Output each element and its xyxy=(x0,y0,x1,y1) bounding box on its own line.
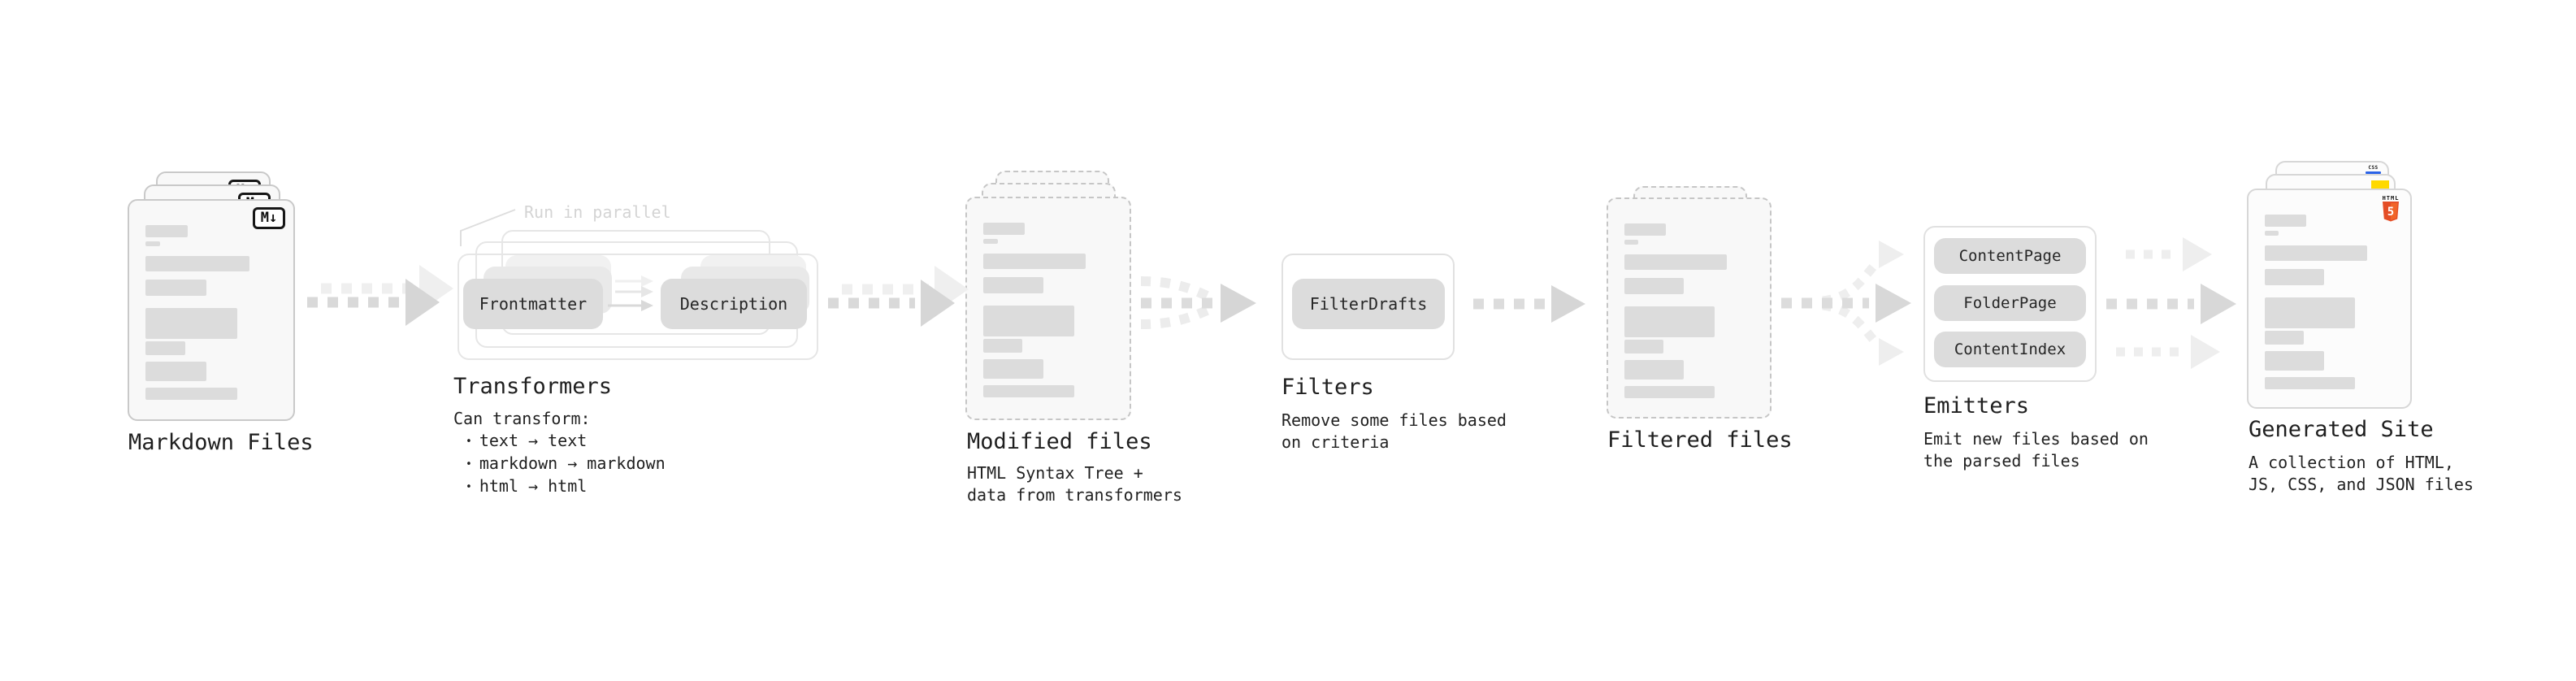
transformers-bullet: • html → html xyxy=(453,475,666,498)
arrow-filtered-to-emitters xyxy=(1781,241,1911,366)
transformers-title: Transformers xyxy=(453,374,613,399)
bullet-icon: • xyxy=(466,481,472,493)
text-line-placeholder xyxy=(145,362,206,381)
modified-file-card-front xyxy=(965,197,1131,420)
css-icon: CSS xyxy=(2366,166,2381,174)
transformers-bullet: • markdown → markdown xyxy=(453,453,666,475)
bullet-icon: • xyxy=(466,458,472,471)
filters-title: Filters xyxy=(1281,375,1374,400)
text-line-placeholder xyxy=(145,256,249,271)
transformers-sub-intro: Can transform: xyxy=(453,409,591,428)
emitters-subtitle: Emit new files based on the parsed files xyxy=(1923,429,2149,471)
document-content-placeholder xyxy=(2265,190,2394,389)
transformers-description: Can transform: • text → text • markdown → … xyxy=(453,408,666,498)
site-file-card-html: HTML 5 xyxy=(2247,189,2412,409)
filters-subtitle: Remove some files based on criteria xyxy=(1281,410,1507,452)
text-line-placeholder xyxy=(145,280,206,296)
filtered-file-card-front xyxy=(1607,197,1772,419)
text-line-placeholder xyxy=(2265,245,2367,261)
html5-icon-word: HTML xyxy=(2382,195,2400,202)
frontmatter-pill: Frontmatter xyxy=(463,279,603,329)
text-line-placeholder xyxy=(145,308,238,339)
text-line-placeholder xyxy=(2265,351,2325,371)
text-line-placeholder xyxy=(983,385,1074,397)
text-line-placeholder xyxy=(145,388,238,400)
text-line-placeholder xyxy=(2265,377,2356,389)
transformers-bullet: • text → text xyxy=(453,430,666,453)
transformers-bullet-text: html → html xyxy=(479,476,588,496)
emitters-title: Emitters xyxy=(1923,393,2030,419)
text-line-placeholder xyxy=(1624,223,1666,236)
js-icon xyxy=(2371,180,2389,189)
markdown-icon: M↓ xyxy=(253,207,285,229)
arrow-filters-to-filtered xyxy=(1473,285,1585,323)
text-line-placeholder xyxy=(2265,231,2279,236)
markdown-file-card-front: M↓ xyxy=(128,199,295,421)
filtered-files-title: Filtered files xyxy=(1607,427,1793,453)
css-icon-underline xyxy=(2366,171,2381,174)
transformers-bullet-text: text → text xyxy=(479,431,588,450)
text-line-placeholder xyxy=(2265,331,2304,345)
generated-site-title: Generated Site xyxy=(2249,417,2434,442)
text-line-placeholder xyxy=(983,359,1043,379)
text-line-placeholder xyxy=(145,241,160,246)
text-line-placeholder xyxy=(983,239,998,244)
markdown-files-title: Markdown Files xyxy=(128,430,314,455)
css-icon-label: CSS xyxy=(2368,165,2379,171)
html5-icon-shield: 5 xyxy=(2383,202,2399,222)
arrow-modified-to-filters xyxy=(1140,276,1256,329)
text-line-placeholder xyxy=(983,339,1022,353)
generated-site-subtitle: A collection of HTML, JS, CSS, and JSON … xyxy=(2249,453,2474,494)
document-content-placeholder xyxy=(983,198,1113,397)
text-line-placeholder xyxy=(983,277,1043,293)
html5-icon: HTML 5 xyxy=(2381,195,2400,226)
text-line-placeholder xyxy=(1624,360,1685,380)
svg-text:5: 5 xyxy=(2387,206,2394,219)
text-line-placeholder xyxy=(145,225,188,237)
modified-files-subtitle: HTML Syntax Tree + data from transformer… xyxy=(967,463,1182,505)
folderpage-pill: FolderPage xyxy=(1934,285,2086,321)
arrow-markdown-to-transformers xyxy=(307,265,453,326)
text-line-placeholder xyxy=(983,223,1026,235)
transformers-bullet-text: markdown → markdown xyxy=(479,453,666,473)
transformer-box-front xyxy=(458,254,818,360)
contentpage-pill: ContentPage xyxy=(1934,238,2086,274)
modified-files-title: Modified files xyxy=(967,429,1152,454)
text-line-placeholder xyxy=(1624,386,1715,398)
filterdrafts-pill: FilterDrafts xyxy=(1292,279,1445,329)
text-line-placeholder xyxy=(2265,215,2306,227)
text-line-placeholder xyxy=(1624,240,1639,245)
bullet-icon: • xyxy=(466,436,472,448)
text-line-placeholder xyxy=(2265,297,2356,328)
document-content-placeholder xyxy=(1624,199,1754,398)
text-line-placeholder xyxy=(1624,254,1727,270)
text-line-placeholder xyxy=(983,306,1074,336)
text-line-placeholder xyxy=(983,254,1086,269)
text-line-placeholder xyxy=(1624,278,1685,294)
description-pill: Description xyxy=(661,279,807,329)
arrow-transformers-to-modified xyxy=(828,266,969,327)
run-in-parallel-label: Run in parallel xyxy=(524,202,671,222)
document-content-placeholder xyxy=(145,201,277,400)
arrow-emitters-to-site xyxy=(2106,237,2236,369)
contentindex-pill: ContentIndex xyxy=(1934,332,2086,367)
text-line-placeholder xyxy=(145,341,185,355)
text-line-placeholder xyxy=(1624,306,1715,337)
text-line-placeholder xyxy=(2265,269,2325,285)
text-line-placeholder xyxy=(1624,340,1663,354)
